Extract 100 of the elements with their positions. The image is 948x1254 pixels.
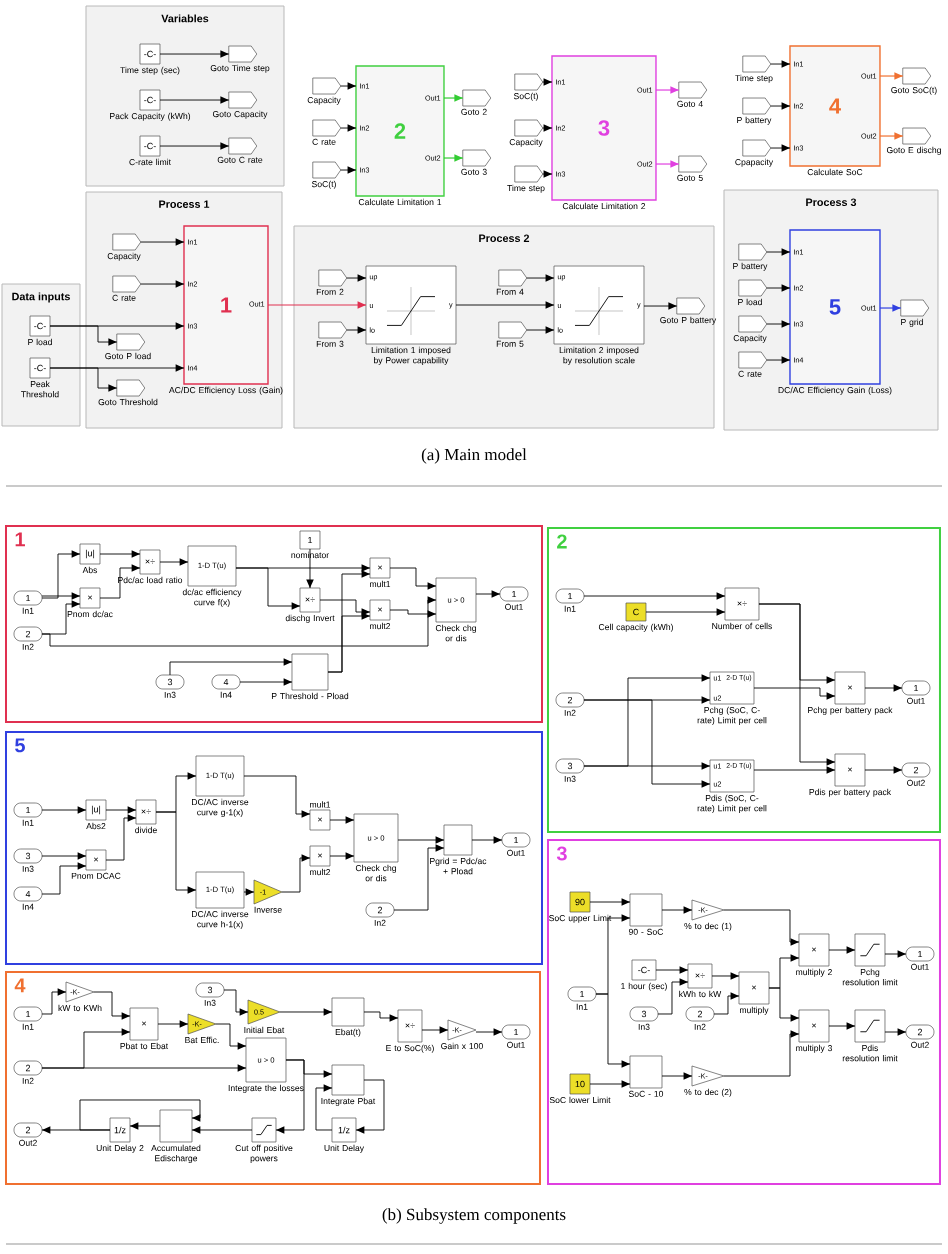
arrow	[879, 304, 902, 312]
arrow	[589, 1080, 631, 1088]
arrow	[41, 988, 67, 1015]
arrow	[443, 154, 464, 162]
arrow	[583, 762, 711, 770]
arrow	[340, 124, 357, 132]
arrow	[105, 806, 137, 814]
arrow	[770, 60, 791, 68]
arrow	[421, 1026, 449, 1034]
arrow	[346, 326, 367, 334]
arrow	[159, 50, 230, 58]
arrow	[766, 284, 791, 292]
arrow	[315, 1084, 333, 1131]
arrow	[770, 144, 791, 152]
arrow	[41, 1064, 247, 1072]
arrow	[542, 124, 553, 132]
arrow	[355, 1079, 385, 1134]
arrow	[655, 966, 689, 974]
arrow	[542, 170, 553, 178]
arrow	[243, 775, 311, 818]
arrow	[655, 86, 680, 94]
node-label: 1	[221, 297, 232, 313]
arrow	[159, 558, 189, 566]
arrow	[79, 1099, 201, 1131]
arrow	[140, 238, 185, 246]
arrow	[583, 592, 726, 600]
arrow	[306, 548, 314, 589]
arrow	[215, 1023, 247, 1050]
arrow	[41, 596, 437, 647]
arrow	[455, 301, 555, 309]
arrow	[471, 836, 503, 844]
arrow	[363, 1011, 399, 1022]
arrow	[595, 993, 631, 1068]
arrow	[828, 1022, 856, 1030]
arrow	[93, 991, 131, 1020]
arrow	[643, 302, 678, 310]
arrow	[657, 978, 689, 1015]
arrow	[191, 1126, 253, 1134]
arrow	[723, 909, 800, 946]
arrow	[655, 160, 680, 168]
arrow	[526, 326, 555, 334]
arrow	[99, 564, 141, 599]
arrow	[753, 766, 836, 774]
arrow	[443, 94, 464, 102]
arrow	[389, 567, 437, 590]
arrow	[583, 699, 711, 788]
arrow	[340, 166, 357, 174]
arrow	[41, 550, 81, 599]
arrow	[41, 862, 87, 895]
arrow	[713, 992, 740, 1015]
arrow	[319, 599, 371, 616]
arrow	[879, 72, 904, 80]
arrow	[766, 248, 791, 256]
arrow	[169, 658, 293, 676]
arrow	[346, 274, 367, 282]
figure-caption: (a) Main model	[421, 448, 527, 464]
arrow	[526, 274, 555, 282]
arrow	[140, 280, 185, 288]
arrow	[397, 836, 445, 844]
arrow	[275, 1059, 305, 1134]
arrow	[475, 1028, 503, 1036]
arrow	[645, 608, 726, 616]
arrow	[329, 852, 355, 860]
arrow	[41, 852, 87, 860]
node-label: 2	[394, 123, 406, 139]
arrow	[879, 132, 904, 140]
arrow	[475, 590, 501, 598]
arrow	[711, 972, 740, 980]
arrow	[864, 766, 903, 774]
arrow	[223, 989, 249, 1016]
figure-caption: (b) Subsystem components	[382, 1208, 566, 1224]
arrow	[281, 854, 311, 893]
arrow	[129, 1122, 161, 1130]
node-label: 5	[829, 299, 841, 315]
arrow	[389, 609, 437, 618]
arrow	[393, 844, 445, 911]
arrow	[327, 612, 371, 673]
arrow	[589, 898, 631, 906]
arrow	[542, 78, 553, 86]
arrow	[49, 367, 118, 392]
arrow	[159, 96, 230, 104]
arrow	[329, 816, 355, 824]
arrow	[279, 1008, 333, 1016]
arrow	[239, 678, 293, 686]
arrow	[661, 906, 693, 914]
arrow	[864, 684, 903, 692]
arrow	[770, 102, 791, 110]
arrow	[49, 325, 118, 346]
arrow	[235, 564, 371, 572]
arrow	[828, 946, 856, 954]
arrow	[243, 888, 255, 896]
arrow	[267, 301, 367, 309]
arrow	[766, 320, 791, 328]
arrow	[41, 806, 87, 814]
arrow	[159, 142, 230, 150]
node-label: 3	[598, 120, 610, 136]
arrow	[105, 814, 137, 861]
arrow	[340, 82, 357, 90]
arrow	[884, 1028, 907, 1036]
arrow	[155, 811, 197, 894]
